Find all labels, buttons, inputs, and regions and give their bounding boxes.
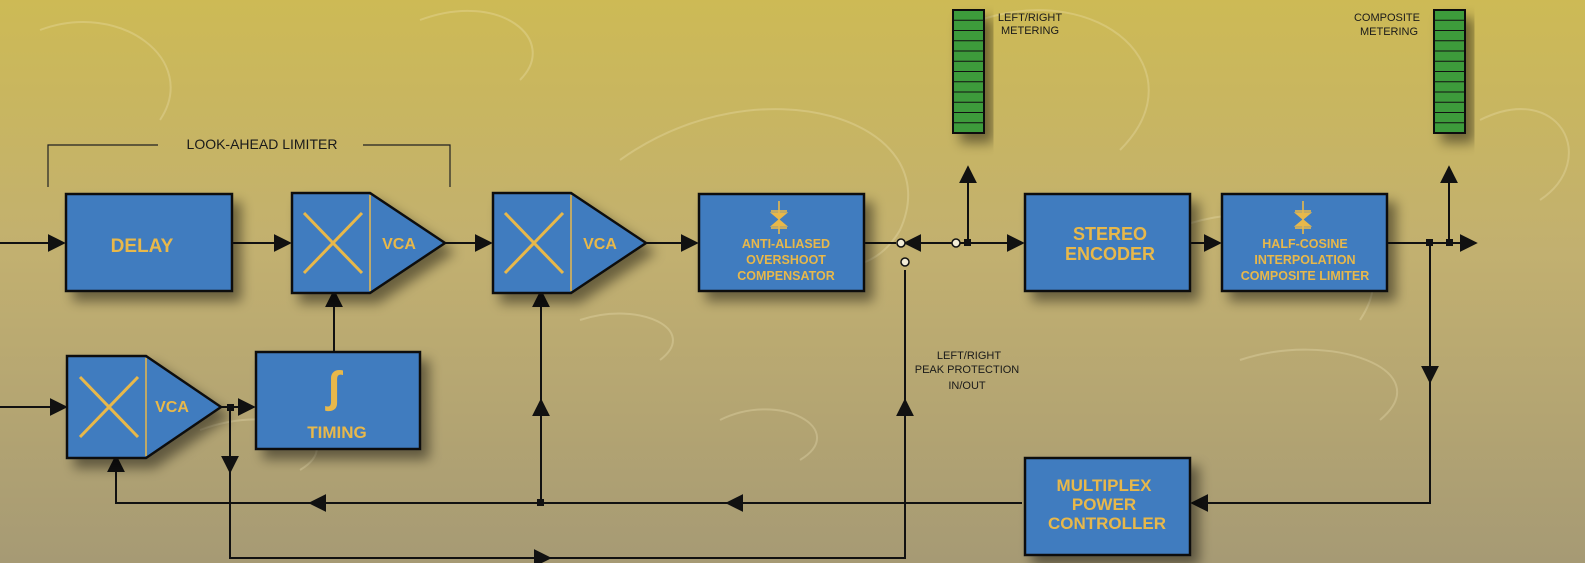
stereo-encoder-line-2: ENCODER [1065,244,1155,264]
composite-limiter-line-2: INTERPOLATION [1254,253,1355,267]
peak-protection-line-2: PEAK PROTECTION [915,364,1020,376]
timing-block: ∫ TIMING [254,350,422,451]
clipper-icon [1293,201,1313,234]
mpx-power-controller-block: MULTIPLEX POWER CONTROLLER [1023,456,1192,557]
peak-protection-line-3: IN/OUT [948,380,986,392]
delay-block: DELAY [64,192,234,293]
overshoot-line-2: OVERSHOOT [746,253,826,267]
composite-meter [1433,9,1466,134]
lr-metering-label: LEFT/RIGHT METERING [998,12,1062,37]
mpx-line-2: POWER [1072,495,1136,514]
mpx-line-1: MULTIPLEX [1056,476,1152,495]
integral-icon: ∫ [325,363,344,412]
lr-metering-line-2: METERING [1001,25,1059,37]
vca-label-2: VCA [583,236,617,253]
peak-protection-line-1: LEFT/RIGHT [937,350,1001,362]
clipper-icon [769,201,789,234]
look-ahead-limiter-label: LOOK-AHEAD LIMITER [187,136,338,152]
lr-metering-line-1: LEFT/RIGHT [998,12,1062,24]
background-swirls [39,9,1570,471]
composite-metering-line-1: COMPOSITE [1354,12,1420,24]
overshoot-line-3: COMPENSATOR [737,269,834,283]
multiplier-icon [78,375,140,439]
stereo-encoder-block: STEREO ENCODER [1023,192,1192,293]
peak-protection-label: LEFT/RIGHT PEAK PROTECTION IN/OUT [915,350,1020,392]
vca-block-1: VCA [290,191,448,295]
composite-limiter-block: HALF-COSINE INTERPOLATION COMPOSITE LIMI… [1220,192,1389,293]
delay-label: DELAY [111,236,174,257]
overshoot-line-1: ANTI-ALIASED [742,237,830,251]
multiplier-icon [503,211,565,275]
mpx-line-3: CONTROLLER [1048,514,1166,533]
composite-metering-line-2: METERING [1360,26,1418,38]
timing-label: TIMING [307,423,367,442]
left-right-meter [952,9,985,134]
multiplier-icon [302,211,364,275]
vca-label-1: VCA [382,236,416,253]
vca-block-3: VCA [65,354,224,460]
overshoot-compensator-block: ANTI-ALIASED OVERSHOOT COMPENSATOR [697,192,866,293]
composite-limiter-line-3: COMPOSITE LIMITER [1241,269,1369,283]
signal-wires [0,165,1478,563]
composite-limiter-line-1: HALF-COSINE [1262,237,1347,251]
stereo-encoder-line-1: STEREO [1073,224,1147,244]
vca-label-3: VCA [155,399,189,416]
composite-metering-label: COMPOSITE METERING [1354,12,1420,38]
look-ahead-bracket: LOOK-AHEAD LIMITER [47,136,451,187]
vca-block-2: VCA [491,191,649,295]
